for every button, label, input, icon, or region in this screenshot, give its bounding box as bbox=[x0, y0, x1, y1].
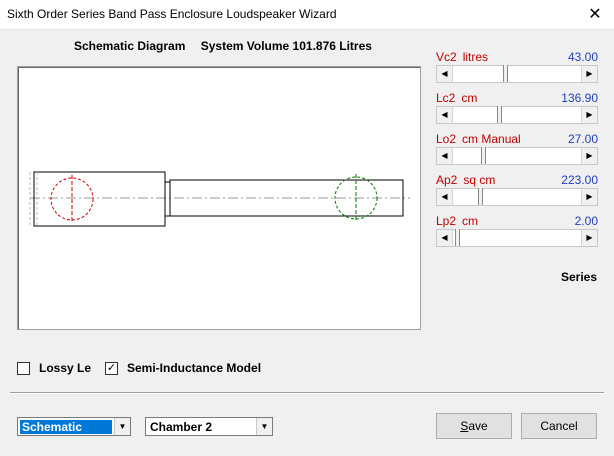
window-title: Sixth Order Series Band Pass Enclosure L… bbox=[7, 7, 337, 21]
schematic-panel bbox=[17, 66, 421, 330]
lo2-slider[interactable]: ◀ ▶ bbox=[436, 147, 598, 165]
right-arrow-icon[interactable]: ▶ bbox=[581, 66, 597, 82]
param-name: Lc2 bbox=[436, 91, 456, 105]
ap2-slider[interactable]: ◀ ▶ bbox=[436, 188, 598, 206]
close-icon[interactable]: ✕ bbox=[588, 6, 602, 23]
series-label: Series bbox=[561, 270, 598, 284]
param-unit: sq cm bbox=[463, 173, 496, 187]
view-select-value: Schematic bbox=[20, 420, 112, 434]
param-name: Ap2 bbox=[436, 173, 458, 187]
save-label-rest: ave bbox=[468, 419, 488, 433]
checkbox-box[interactable]: ✓ bbox=[105, 362, 118, 375]
system-volume: System Volume 101.876 Litres bbox=[200, 39, 372, 53]
param-unit: cm bbox=[462, 214, 479, 228]
param-unit: cm Manual bbox=[462, 132, 521, 146]
cancel-button[interactable]: Cancel bbox=[521, 413, 597, 439]
right-arrow-icon[interactable]: ▶ bbox=[581, 107, 597, 123]
schematic-diagram bbox=[29, 171, 410, 227]
param-value: 43.00 bbox=[567, 50, 598, 64]
param-value: 223.00 bbox=[561, 173, 598, 187]
semi-inductance-checkbox[interactable]: ✓ Semi-Inductance Model bbox=[105, 361, 275, 377]
param-value: 2.00 bbox=[574, 214, 598, 228]
lc2-slider[interactable]: ◀ ▶ bbox=[436, 106, 598, 124]
save-accelerator: S bbox=[460, 419, 469, 433]
checkbox-label: Lossy Le bbox=[39, 361, 92, 375]
checkbox-box[interactable] bbox=[17, 362, 30, 375]
view-select[interactable]: Schematic ▼ bbox=[17, 417, 131, 436]
title-bar: Sixth Order Series Band Pass Enclosure L… bbox=[0, 0, 614, 30]
right-arrow-icon[interactable]: ▶ bbox=[581, 148, 597, 164]
left-arrow-icon[interactable]: ◀ bbox=[437, 230, 453, 246]
chamber-2-outline bbox=[169, 179, 404, 217]
left-arrow-icon[interactable]: ◀ bbox=[437, 148, 453, 164]
save-button[interactable]: Save bbox=[436, 413, 512, 439]
param-name: Lo2 bbox=[436, 132, 457, 146]
right-arrow-icon[interactable]: ▶ bbox=[581, 230, 597, 246]
chevron-down-icon[interactable]: ▼ bbox=[114, 418, 130, 435]
left-arrow-icon[interactable]: ◀ bbox=[437, 107, 453, 123]
param-unit: cm bbox=[461, 91, 478, 105]
lp2-slider[interactable]: ◀ ▶ bbox=[436, 229, 598, 247]
vc2-slider[interactable]: ◀ ▶ bbox=[436, 65, 598, 83]
param-unit: litres bbox=[462, 50, 489, 64]
chevron-down-icon[interactable]: ▼ bbox=[256, 418, 272, 435]
param-value: 27.00 bbox=[567, 132, 598, 146]
right-arrow-icon[interactable]: ▶ bbox=[581, 189, 597, 205]
checkbox-label: Semi-Inductance Model bbox=[127, 361, 262, 375]
chamber-1-outline bbox=[33, 171, 166, 227]
schematic-title: Schematic Diagram bbox=[74, 39, 186, 53]
schematic-heading: Schematic Diagram System Volume 101.876 … bbox=[74, 39, 384, 53]
chamber-select-value: Chamber 2 bbox=[150, 420, 213, 434]
left-arrow-icon[interactable]: ◀ bbox=[437, 189, 453, 205]
divider bbox=[10, 392, 604, 394]
param-value: 136.90 bbox=[561, 91, 598, 105]
left-arrow-icon[interactable]: ◀ bbox=[437, 66, 453, 82]
chamber-select[interactable]: Chamber 2 ▼ bbox=[145, 417, 273, 436]
param-name: Vc2 bbox=[436, 50, 457, 64]
param-name: Lp2 bbox=[436, 214, 457, 228]
lossy-le-checkbox[interactable]: Lossy Le bbox=[17, 361, 107, 377]
